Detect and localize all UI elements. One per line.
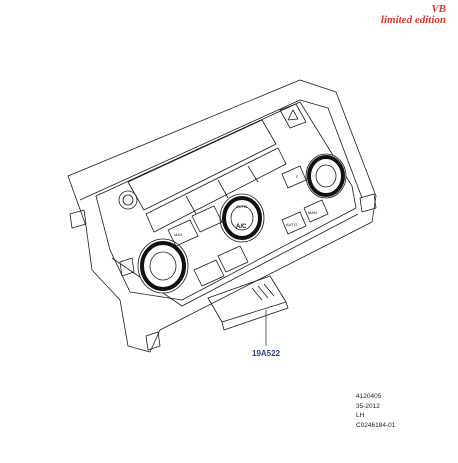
metadata-date: 35-2012 bbox=[356, 402, 380, 410]
hazard-button bbox=[279, 103, 307, 129]
connector-housing bbox=[207, 275, 287, 323]
display-strip bbox=[127, 119, 277, 211]
brand-line-1: VB bbox=[431, 3, 446, 15]
part-number-callout: 19A522 bbox=[252, 349, 281, 358]
button-strip bbox=[145, 147, 287, 233]
mount-tab-right bbox=[359, 193, 377, 213]
faceplate-lower-edge bbox=[111, 213, 359, 307]
metadata-drawing-id: C0246184-01 bbox=[356, 421, 396, 429]
bracket-inner-edge bbox=[79, 99, 363, 201]
brand-line-2: limited edition bbox=[380, 14, 446, 26]
auto-button bbox=[281, 211, 307, 235]
volume-knob bbox=[118, 190, 138, 210]
left-temp-knob-ring bbox=[140, 241, 186, 291]
metadata-code: 4120405 bbox=[356, 393, 382, 400]
right-mode-label: F bbox=[296, 174, 299, 179]
brand-watermark: VB limited edition bbox=[381, 4, 446, 26]
center-fan-knob-ring bbox=[222, 196, 262, 240]
recirculation-button bbox=[191, 205, 223, 233]
metadata-side: LH bbox=[356, 412, 365, 419]
left-temp-knob-base bbox=[137, 238, 189, 294]
drawing-metadata: 4120405 35-2012 LH C0246184-01 bbox=[356, 392, 395, 430]
max-button-label: MAX bbox=[174, 232, 183, 237]
rear-bracket bbox=[67, 79, 377, 353]
center-knob-label: A/C bbox=[236, 224, 247, 230]
man-button-label: MAN bbox=[308, 210, 317, 215]
right-temp-knob-ring bbox=[307, 155, 345, 197]
max-defrost-button bbox=[167, 219, 199, 247]
mount-tab-left-lower bbox=[119, 257, 135, 277]
airflow-button bbox=[217, 245, 249, 273]
man-button bbox=[303, 199, 329, 223]
mount-tab-bottom bbox=[145, 331, 161, 351]
center-knob-sublabel: AUTO bbox=[236, 204, 247, 209]
seat-button-right bbox=[281, 165, 307, 189]
center-fan-knob-base bbox=[219, 193, 265, 243]
auto-button-label: AUTO bbox=[286, 222, 297, 227]
connector-pins bbox=[251, 283, 275, 301]
right-temp-knob-base bbox=[305, 153, 347, 199]
seat-button-left bbox=[193, 259, 225, 287]
hazard-icon bbox=[287, 109, 299, 121]
mount-tab-left-upper bbox=[69, 209, 87, 229]
